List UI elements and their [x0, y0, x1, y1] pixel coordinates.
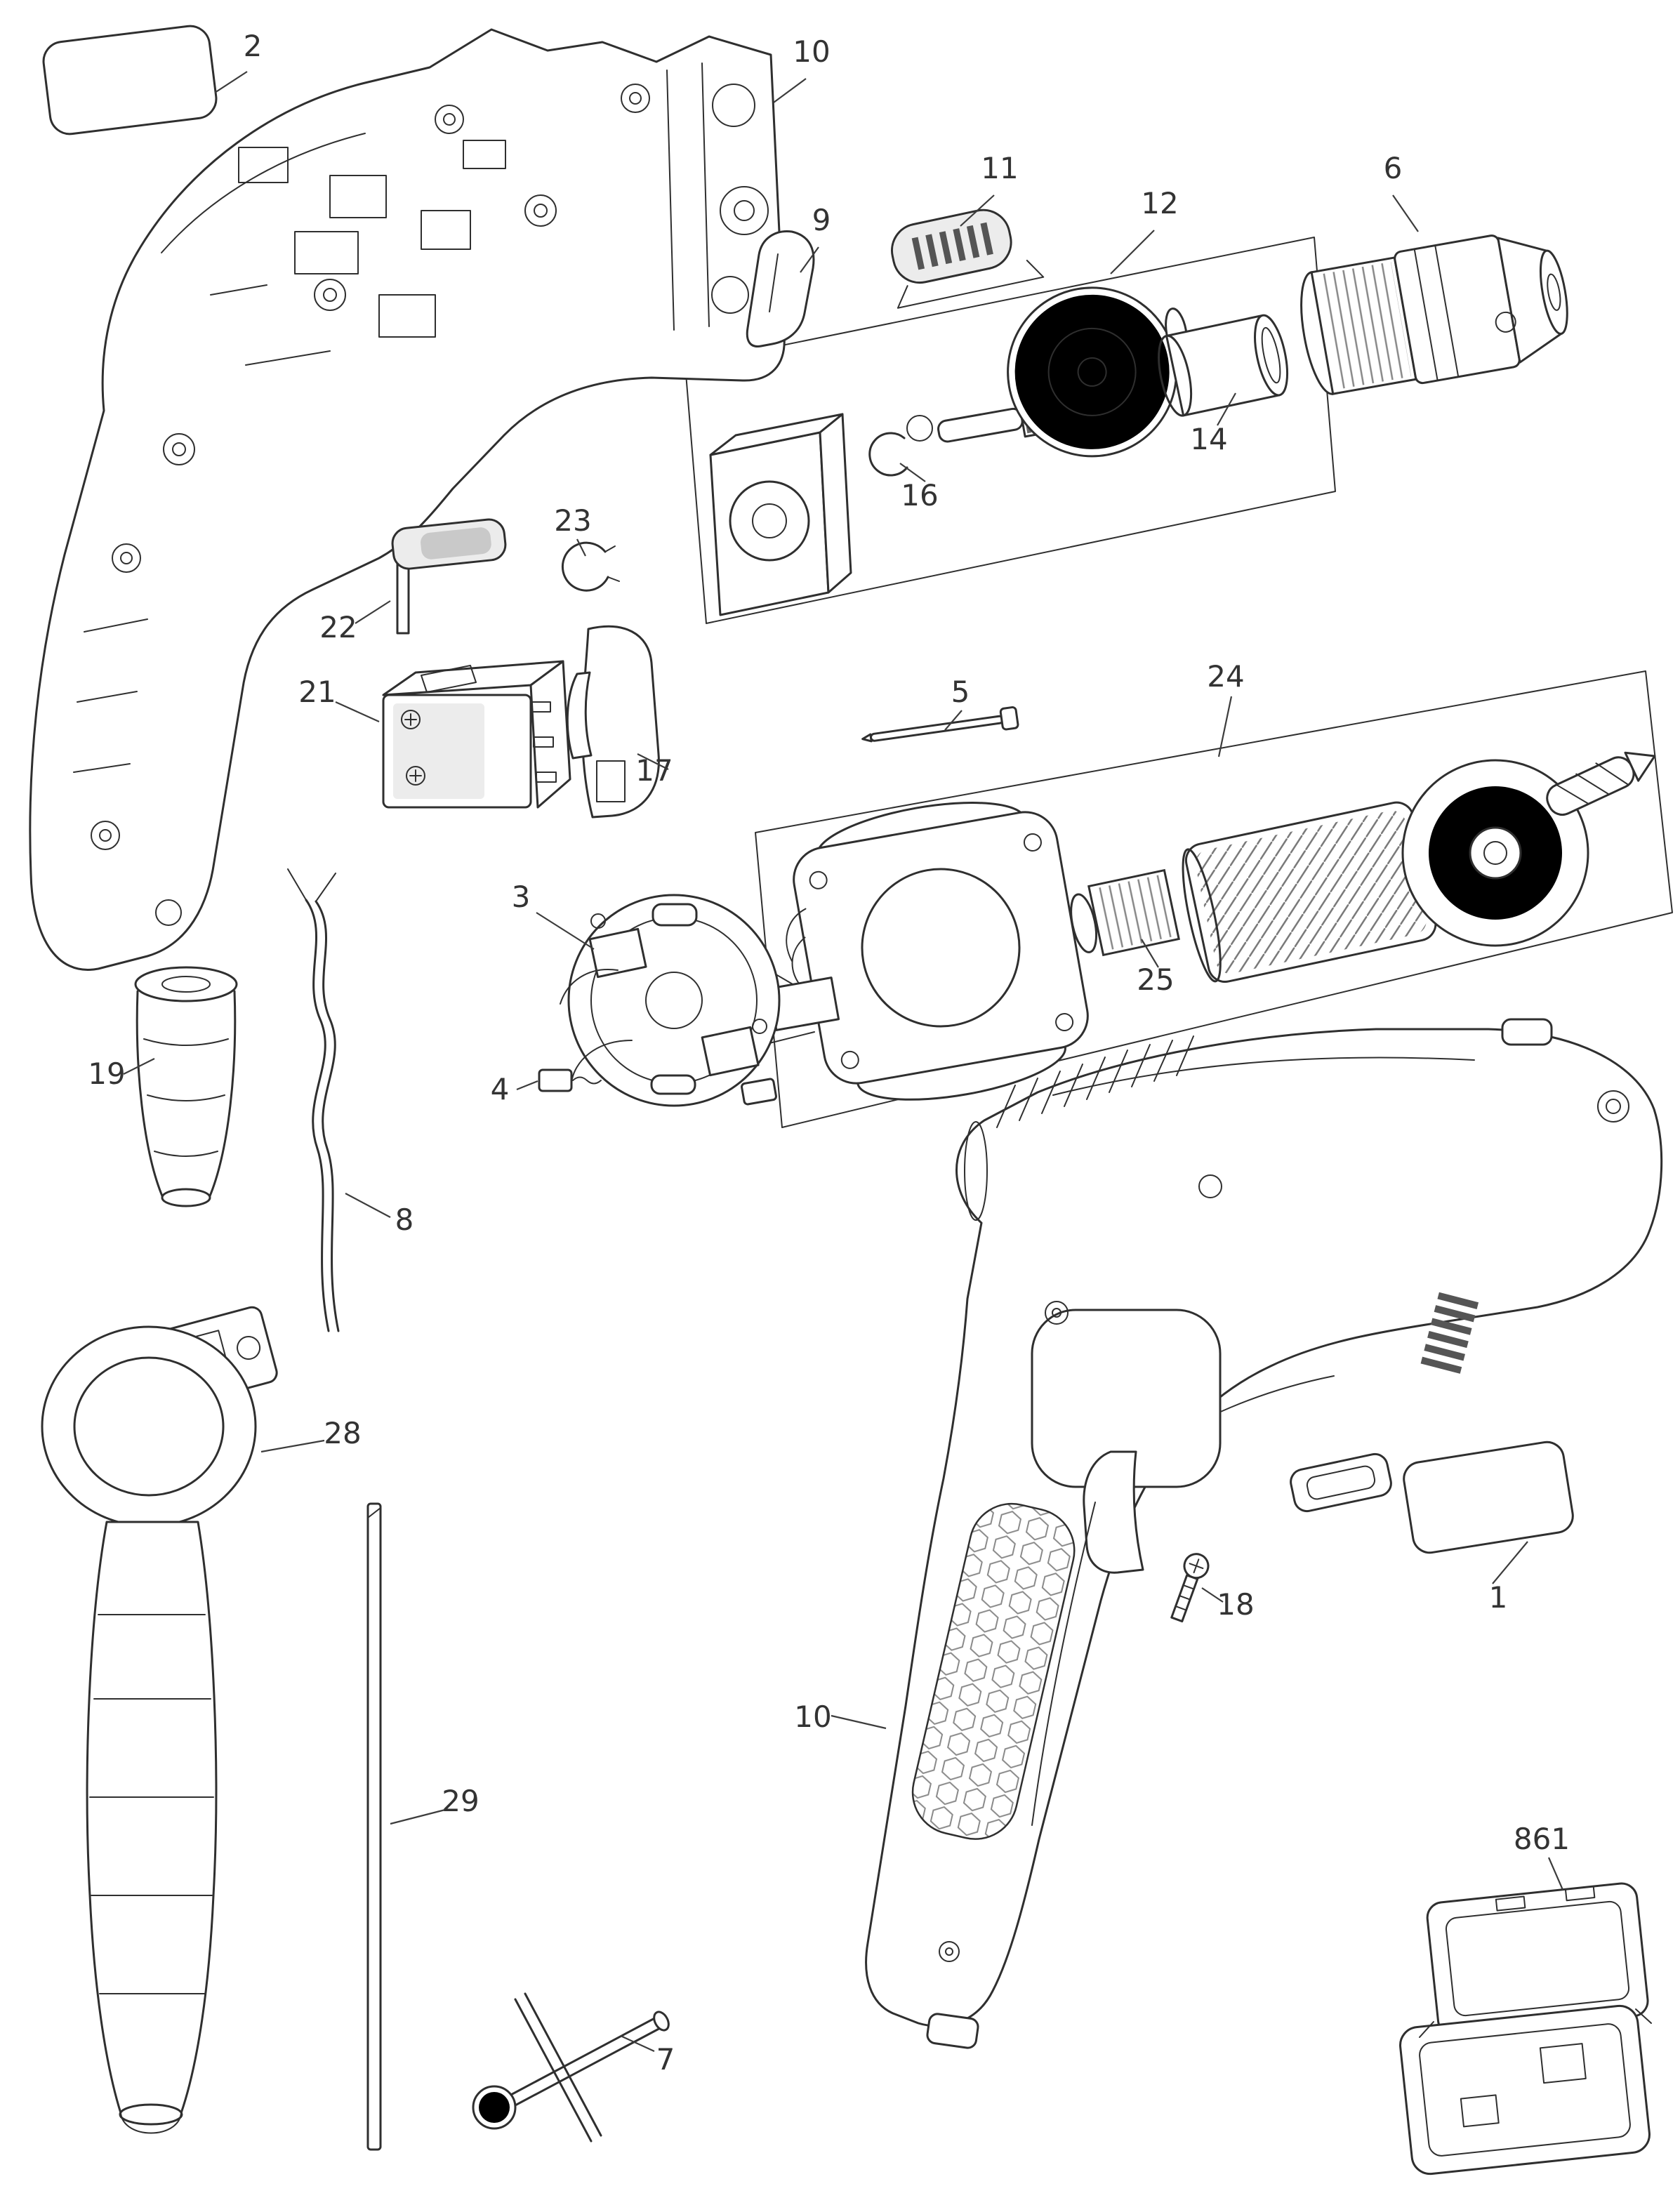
lock-on-lever	[391, 518, 507, 635]
callout-11: 11	[981, 151, 1018, 185]
drill-bit	[1546, 751, 1656, 816]
callout-18: 18	[1217, 1587, 1254, 1622]
callout-9: 9	[812, 203, 831, 237]
small-screw	[1170, 1553, 1210, 1623]
motor-end-plate	[560, 894, 840, 1107]
motor-fan	[1401, 759, 1589, 947]
cord-wire	[287, 868, 340, 1332]
housing-left-shell	[29, 28, 786, 971]
aux-handle	[41, 1306, 278, 2134]
retaining-clip-23	[561, 541, 620, 592]
callout-17: 17	[635, 753, 673, 788]
label-plate	[42, 25, 218, 135]
callout-25: 25	[1137, 962, 1174, 997]
chuck-key	[472, 1992, 670, 2143]
callout-19: 19	[88, 1057, 125, 1091]
callout-12: 12	[1141, 186, 1178, 220]
main-housing	[865, 1018, 1663, 2049]
callout-16: 16	[901, 478, 938, 512]
callout-23: 23	[554, 503, 591, 538]
callout-4: 4	[491, 1072, 510, 1106]
callout-861: 861	[1514, 1822, 1570, 1856]
callout-7: 7	[656, 2042, 675, 2077]
bearing-bracket	[709, 413, 852, 616]
nameplate	[1403, 1441, 1574, 1554]
callout-24: 24	[1207, 659, 1244, 694]
callout-6: 6	[1384, 151, 1403, 185]
callout-5: 5	[951, 675, 970, 709]
carbon-brushes	[538, 1068, 777, 1106]
kit-box	[1399, 1882, 1652, 2176]
commutator	[1070, 868, 1180, 957]
switch	[382, 660, 571, 809]
long-screw	[861, 706, 1019, 743]
callout-1: 1	[1489, 1580, 1508, 1615]
spindle-gear	[937, 286, 1189, 458]
callout-10-top: 10	[793, 34, 830, 69]
chuck	[1300, 234, 1568, 395]
impact-sleeve-14	[1158, 314, 1289, 417]
callout-2: 2	[244, 29, 263, 63]
depth-rod	[366, 1502, 382, 2151]
callout-10-bottom: 10	[794, 1700, 831, 1734]
gearbox-assembly-box	[684, 237, 1336, 624]
callout-14: 14	[1190, 422, 1227, 456]
field-stator	[786, 802, 1089, 1101]
callout-22: 22	[319, 610, 357, 644]
callout-21: 21	[298, 675, 336, 709]
side-grip	[134, 966, 238, 1207]
callouts: 2 10 11 9 12 6 14 16 23 22 21 17 5 24 3 …	[88, 29, 1570, 2077]
leader-lines	[123, 71, 1564, 2052]
callout-8: 8	[395, 1203, 414, 1237]
retaining-ring-16	[868, 415, 933, 477]
callout-29: 29	[442, 1784, 479, 1818]
callout-28: 28	[324, 1416, 361, 1450]
trigger-assembly	[566, 625, 660, 819]
selector-knob	[891, 208, 1045, 309]
callout-3: 3	[512, 880, 531, 914]
armature	[1182, 801, 1462, 983]
